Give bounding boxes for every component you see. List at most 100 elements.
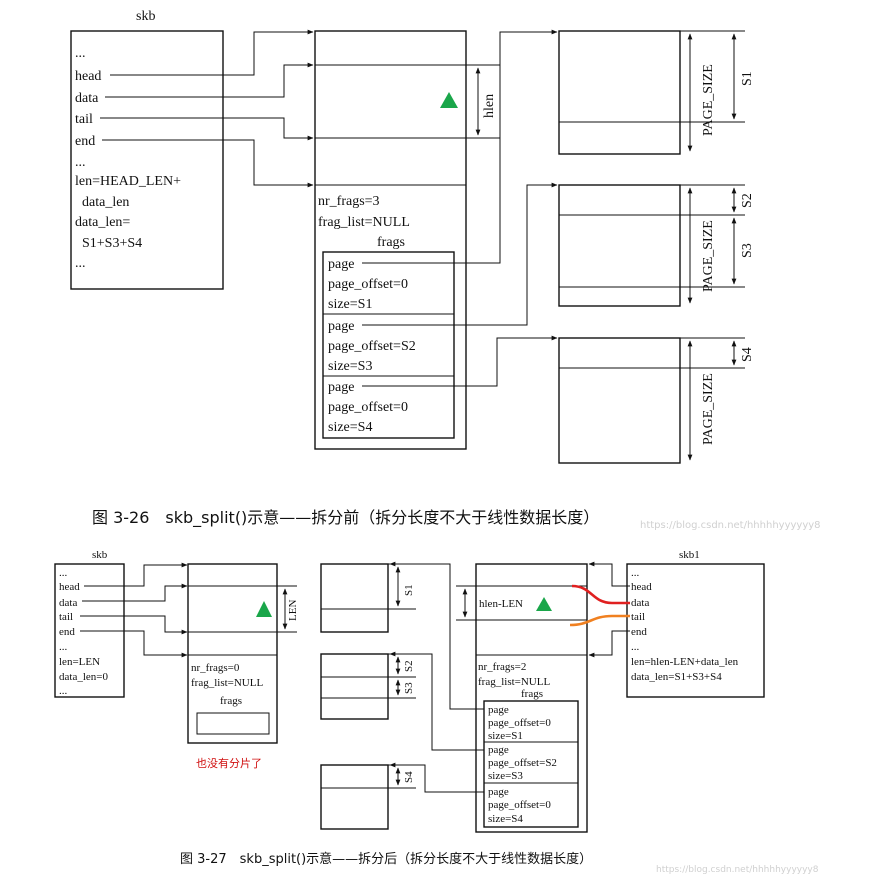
skb-title: skb <box>92 549 108 561</box>
skb-field-head: head <box>59 581 80 593</box>
frag-size: size=S1 <box>488 730 523 742</box>
skb-field: ... <box>75 46 86 61</box>
page-2 <box>558 184 681 307</box>
frags-label: frags <box>521 688 543 700</box>
frag-page: page <box>328 380 354 395</box>
skb1-field-end: end <box>631 626 647 638</box>
frag-pointers <box>389 561 484 793</box>
figure-3-27: skb ... head data tail end ... len=LEN d… <box>54 549 819 875</box>
nr-frags: nr_frags=2 <box>478 661 526 673</box>
page-2 <box>320 653 389 720</box>
frag-page: page <box>328 257 354 272</box>
skb-field-data-len: data_len=0 <box>59 671 108 683</box>
page-size-dims: PAGE_SIZE S1 PAGE_SIZE S2 S3 PAGE_SIZE S… <box>680 30 755 461</box>
frags-label: frags <box>377 235 405 250</box>
frag-page-offset: page_offset=0 <box>488 717 551 729</box>
frag-page-offset: page_offset=0 <box>328 277 408 292</box>
page-size-label: PAGE_SIZE <box>701 220 716 292</box>
skb-field-len-cont: data_len <box>82 195 129 210</box>
orange-curve <box>569 614 630 627</box>
page-dims: S1 S2 S3 S4 <box>388 563 416 789</box>
frag-pointers <box>362 29 558 387</box>
skb-field-data-len: data_len= <box>75 215 130 230</box>
skb1-title: skb1 <box>679 549 700 561</box>
frag-size: size=S1 <box>328 297 372 312</box>
skb-pointers <box>80 562 188 658</box>
triangle-marker <box>256 601 272 617</box>
nr-frags: nr_frags=3 <box>318 194 380 209</box>
page-size-label: PAGE_SIZE <box>701 64 716 136</box>
frag-list: frag_list=NULL <box>191 677 263 689</box>
frag-page-offset: page_offset=0 <box>328 400 408 415</box>
skb-pointers <box>100 29 314 188</box>
caption-3-27: 图 3-27 skb_split()示意——拆分后（拆分长度不大于线性数据长度） <box>180 851 592 867</box>
page-3 <box>320 764 389 830</box>
frag-page-offset: page_offset=S2 <box>488 757 557 769</box>
hlen-len-label: hlen-LEN <box>479 598 523 610</box>
note-no-frags: 也没有分片了 <box>196 756 262 770</box>
dim-s1: S1 <box>740 71 755 86</box>
dim-s2: S2 <box>740 193 755 208</box>
skb1-buffer <box>475 563 588 833</box>
skb-field-data: data <box>75 91 99 106</box>
skb-field-len: len=HEAD_LEN+ <box>75 174 181 189</box>
skb-field-head: head <box>75 69 101 84</box>
skb-field: ... <box>59 685 68 697</box>
linear-buffer <box>314 30 467 450</box>
skb1-field: ... <box>631 567 640 579</box>
triangle-marker <box>440 92 458 108</box>
skb1-field-head: head <box>631 581 652 593</box>
skb-field-tail: tail <box>59 611 73 623</box>
skb1-pointers <box>569 561 630 658</box>
skb-field-end: end <box>59 626 75 638</box>
frag-page: page <box>488 704 509 716</box>
skb-field: ... <box>59 567 68 579</box>
frag-page: page <box>488 786 509 798</box>
frag-page-offset: page_offset=0 <box>488 799 551 811</box>
skb-field-end: end <box>75 134 95 149</box>
skb-box <box>70 30 224 290</box>
nr-frags: nr_frags=0 <box>191 662 240 674</box>
dim-s3: S3 <box>403 682 415 694</box>
frag-list: frag_list=NULL <box>478 676 550 688</box>
red-curve <box>571 584 630 605</box>
frag-size: size=S4 <box>328 420 372 435</box>
page-1 <box>320 563 389 633</box>
hlen-label: hlen <box>482 94 497 118</box>
len-label: LEN <box>287 600 299 621</box>
dim-s1: S1 <box>403 584 415 596</box>
frag-page-offset: page_offset=S2 <box>328 339 416 354</box>
caption-3-26: 图 3-26 skb_split()示意——拆分前（拆分长度不大于线性数据长度） <box>92 508 599 528</box>
skb-field: ... <box>75 256 86 271</box>
page-1 <box>558 30 681 155</box>
page-size-label: PAGE_SIZE <box>701 373 716 445</box>
skb-field-data: data <box>59 597 77 609</box>
dim-s4: S4 <box>740 347 755 362</box>
skb-fields: ... head data tail end ... len=HEAD_LEN+… <box>75 46 181 271</box>
hlen-dimension: hlen <box>466 64 500 139</box>
frag-page: page <box>328 319 354 334</box>
frags-label: frags <box>220 695 242 707</box>
skb-field: ... <box>75 155 86 170</box>
skb-title: skb <box>136 9 155 24</box>
watermark: https://blog.csdn.net/hhhhhyyyyyy8 <box>640 520 821 531</box>
skb1-field-data: data <box>631 597 649 609</box>
skb1-field-len: len=hlen-LEN+data_len <box>631 656 739 668</box>
watermark: https://blog.csdn.net/hhhhhyyyyyy8 <box>656 865 819 875</box>
dim-s3: S3 <box>740 243 755 258</box>
skb-field-tail: tail <box>75 112 93 127</box>
skb-field-data-len-cont: S1+S3+S4 <box>82 236 142 251</box>
frag-size: size=S4 <box>488 813 523 825</box>
figure-3-26: skb ... head data tail end ... len=HEAD_… <box>70 9 821 531</box>
dim-s2: S2 <box>403 660 415 672</box>
skb-field: ... <box>59 641 68 653</box>
linear-buffer <box>187 563 278 744</box>
frag-page: page <box>488 744 509 756</box>
frag-list: frag_list=NULL <box>318 215 410 230</box>
frag-size: size=S3 <box>328 359 372 374</box>
dim-s4: S4 <box>403 771 415 783</box>
page-3 <box>558 337 681 464</box>
skb-field-len: len=LEN <box>59 656 100 668</box>
skb1-field: ... <box>631 641 640 653</box>
